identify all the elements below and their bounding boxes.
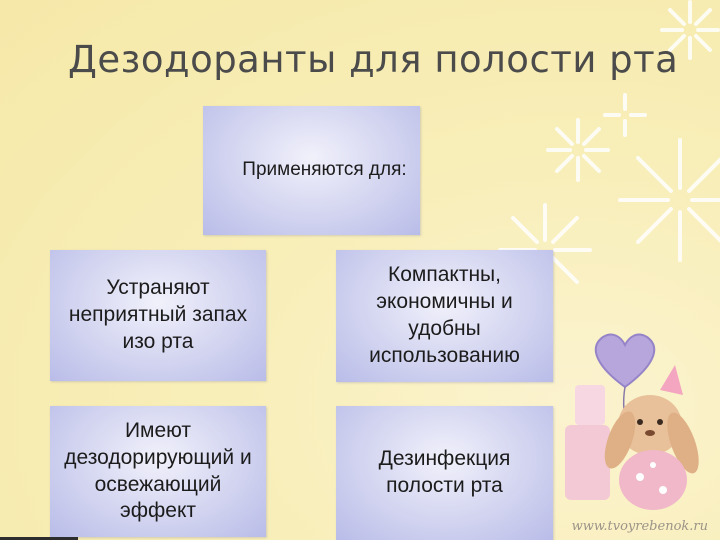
- item-box-2: Компактны, экономичны и удобны использов…: [336, 250, 553, 382]
- item-box-1: Устраняют неприятный запах изо рта: [50, 250, 266, 381]
- item-box-3: Имеют дезодорирующий и освежающий эффект: [50, 406, 266, 537]
- item-label: Компактны, экономичны и удобны использов…: [369, 263, 520, 367]
- watermark: www.tvoyrebenok.ru: [571, 519, 708, 534]
- divider: [0, 537, 78, 540]
- item-label: Дезинфекция полости рта: [378, 447, 511, 497]
- item-label: Устраняют неприятный запах изо рта: [68, 276, 248, 353]
- page-title: Дезодоранты для полости рта: [68, 38, 679, 81]
- flower-icon: [498, 0, 720, 297]
- item-label: Имеют дезодорирующий и освежающий эффект: [64, 418, 252, 523]
- toy-bunny-icon: [565, 365, 699, 510]
- root-box: Применяются для:: [203, 106, 420, 235]
- root-label: Применяются для:: [242, 159, 407, 181]
- item-box-4: Дезинфекция полости рта: [336, 406, 553, 540]
